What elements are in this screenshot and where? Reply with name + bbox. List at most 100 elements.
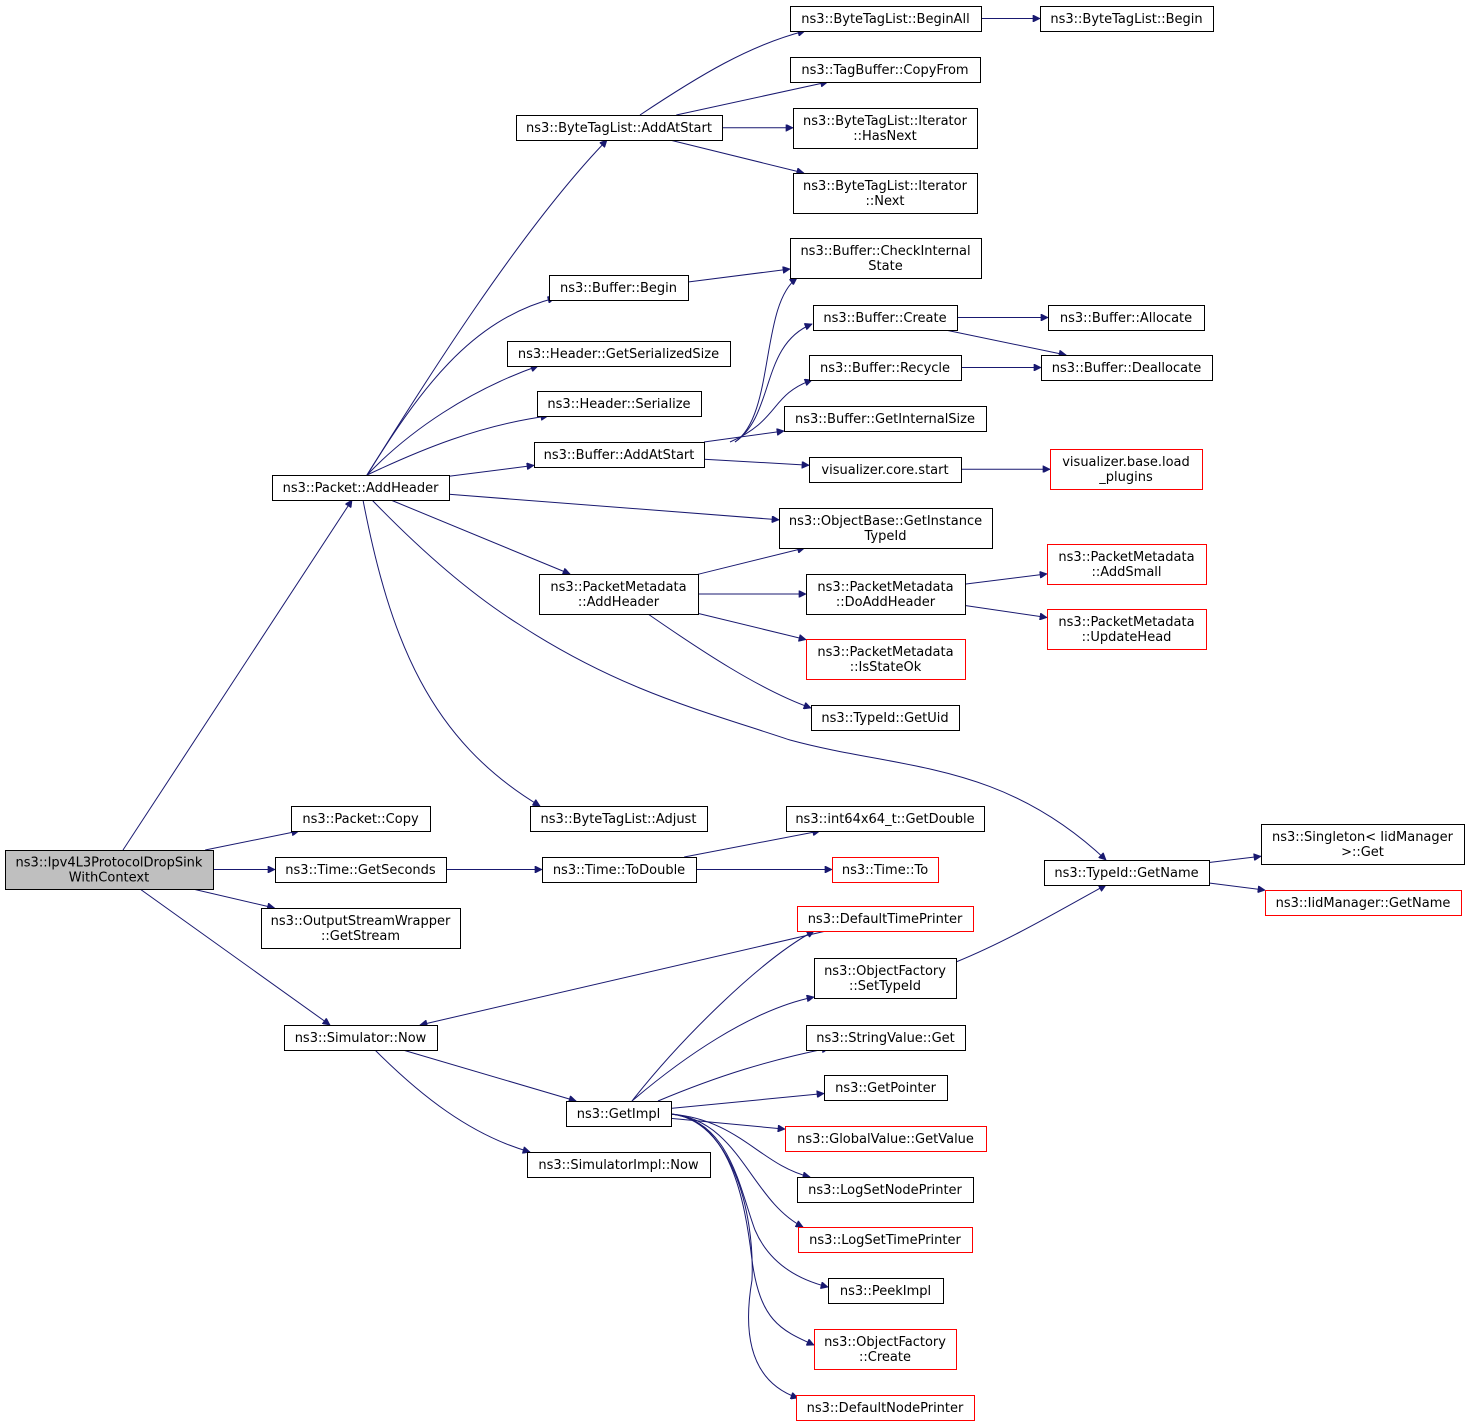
node-pm_addheader[interactable]: ns3::PacketMetadata::AddHeader: [539, 574, 699, 615]
node-pm_addsmall[interactable]: ns3::PacketMetadata::AddSmall: [1047, 544, 1207, 585]
edge-btl_addatstart-to-btl_beginall: [639, 31, 805, 116]
node-buffer_getinternalsize[interactable]: ns3::Buffer::GetInternalSize: [784, 406, 987, 432]
node-label: ns3::ByteTagList::AddAtStart: [526, 121, 712, 136]
node-pm_doaddheader[interactable]: ns3::PacketMetadata::DoAddHeader: [806, 574, 966, 615]
node-time_todouble[interactable]: ns3::Time::ToDouble: [542, 857, 697, 883]
edge-buffer_addatstart-to-buffer_getinternalsize: [703, 431, 784, 443]
node-btl_begin[interactable]: ns3::ByteTagList::Begin: [1040, 6, 1214, 32]
edge-typeid_getname-to-singleton_get: [1208, 856, 1261, 863]
node-label: ::Next: [865, 194, 904, 209]
node-getimpl[interactable]: ns3::GetImpl: [566, 1101, 672, 1127]
node-btl_adjust[interactable]: ns3::ByteTagList::Adjust: [530, 806, 708, 832]
node-defaulttimeprinter[interactable]: ns3::DefaultTimePrinter: [797, 906, 974, 932]
edge-getimpl-to-stringvalue_get: [657, 1048, 829, 1102]
node-label: TypeId: [864, 529, 907, 544]
node-globalvalue_getvalue[interactable]: ns3::GlobalValue::GetValue: [785, 1126, 987, 1152]
node-box: [809, 355, 962, 381]
node-time_to[interactable]: ns3::Time::To: [832, 857, 939, 883]
node-box: [527, 1152, 711, 1178]
node-label: ::UpdateHead: [1082, 630, 1172, 645]
node-vis_core_start[interactable]: visualizer.core.start: [809, 457, 962, 483]
edge-getimpl-to-globalvalue_getvalue: [670, 1117, 785, 1129]
node-label: ns3::GlobalValue::GetValue: [797, 1132, 974, 1147]
node-typeid_getname[interactable]: ns3::TypeId::GetName: [1044, 860, 1210, 886]
node-btl_beginall[interactable]: ns3::ByteTagList::BeginAll: [790, 6, 982, 32]
node-box: [797, 906, 974, 932]
node-label: ns3::Ipv4L3ProtocolDropSink: [16, 856, 203, 871]
edge-pm_addheader-to-pm_isstateok: [697, 612, 806, 639]
node-singleton_get[interactable]: ns3::Singleton< IidManager>::Get: [1261, 824, 1465, 865]
edge-packet_addheader-to-pm_addheader: [390, 499, 570, 574]
node-label: ns3::StringValue::Get: [816, 1031, 954, 1046]
node-packet_copy[interactable]: ns3::Packet::Copy: [291, 806, 431, 832]
node-label: ::SetTypeId: [849, 979, 921, 994]
node-label: ns3::Header::Serialize: [547, 397, 690, 412]
edge-packet_addheader-to-btl_adjust: [362, 499, 540, 807]
node-header_getsersize[interactable]: ns3::Header::GetSerializedSize: [507, 341, 731, 367]
node-buffer_allocate[interactable]: ns3::Buffer::Allocate: [1048, 305, 1205, 331]
node-box: [786, 806, 985, 832]
node-label: ns3::TagBuffer::CopyFrom: [801, 63, 968, 78]
node-stringvalue_get[interactable]: ns3::StringValue::Get: [806, 1025, 966, 1051]
node-label: visualizer.core.start: [821, 463, 948, 478]
node-pm_updatehead[interactable]: ns3::PacketMetadata::UpdateHead: [1047, 609, 1207, 650]
node-typeid_getuid[interactable]: ns3::TypeId::GetUid: [811, 705, 960, 731]
edge-root-to-packet_addheader: [122, 500, 352, 851]
node-iidmanager_getname[interactable]: ns3::IidManager::GetName: [1265, 890, 1462, 916]
node-btl_addatstart[interactable]: ns3::ByteTagList::AddAtStart: [516, 115, 723, 141]
node-label: ns3::ByteTagList::BeginAll: [801, 12, 969, 27]
node-buffer_recycle[interactable]: ns3::Buffer::Recycle: [809, 355, 962, 381]
node-time_getseconds[interactable]: ns3::Time::GetSeconds: [275, 857, 447, 883]
node-peekimpl[interactable]: ns3::PeekImpl: [828, 1278, 944, 1304]
node-label: visualizer.base.load: [1062, 455, 1190, 470]
node-logsetnodeprinter[interactable]: ns3::LogSetNodePrinter: [797, 1177, 974, 1203]
node-box: [790, 57, 981, 83]
edge-sim_now-to-getimpl: [402, 1049, 576, 1101]
node-box: [785, 1126, 987, 1152]
node-label: _plugins: [1098, 470, 1153, 485]
node-box: [797, 1177, 974, 1203]
node-label: ns3::Simulator::Now: [295, 1031, 427, 1046]
node-buffer_begin[interactable]: ns3::Buffer::Begin: [549, 275, 689, 301]
node-box: [261, 908, 461, 949]
edge-buffer_create-to-buffer_deallocate: [945, 329, 1066, 355]
edge-getimpl-to-defaultnodeprinter: [670, 1113, 798, 1398]
node-buffer_addatstart[interactable]: ns3::Buffer::AddAtStart: [534, 442, 705, 468]
node-label: ::HasNext: [853, 129, 917, 144]
node-btl_iter_hasnext[interactable]: ns3::ByteTagList::Iterator::HasNext: [793, 108, 978, 149]
edge-getimpl-to-defaulttimeprinter: [631, 930, 814, 1102]
node-buffer_deallocate[interactable]: ns3::Buffer::Deallocate: [1041, 355, 1213, 381]
node-logsettimeprinter[interactable]: ns3::LogSetTimePrinter: [798, 1227, 973, 1253]
node-tagbuffer_copyfrom[interactable]: ns3::TagBuffer::CopyFrom: [790, 57, 981, 83]
edge-packet_addheader-to-typeid_getname: [371, 499, 1106, 860]
node-defaultnodeprinter[interactable]: ns3::DefaultNodePrinter: [796, 1395, 975, 1421]
node-osw_getstream[interactable]: ns3::OutputStreamWrapper::GetStream: [261, 908, 461, 949]
node-box: [1050, 449, 1203, 490]
node-packet_addheader[interactable]: ns3::Packet::AddHeader: [272, 475, 450, 501]
node-objfactory_settypeid[interactable]: ns3::ObjectFactory::SetTypeId: [814, 958, 957, 999]
edge-btl_addatstart-to-tagbuffer_copyfrom: [676, 82, 827, 116]
node-label: ns3::Singleton< IidManager: [1272, 830, 1454, 845]
node-label: ns3::ObjectFactory: [824, 1335, 946, 1350]
edge-root-to-osw_getstream: [192, 888, 275, 908]
node-box: [1265, 890, 1462, 916]
node-label: ns3::ObjectBase::GetInstance: [789, 514, 982, 529]
node-label: ns3::PeekImpl: [840, 1284, 931, 1299]
node-buffer_create[interactable]: ns3::Buffer::Create: [813, 305, 958, 331]
node-pm_isstateok[interactable]: ns3::PacketMetadata::IsStateOk: [806, 639, 966, 680]
node-vis_base_loadplugins[interactable]: visualizer.base.load_plugins: [1050, 449, 1203, 490]
node-box: [272, 475, 450, 501]
node-getpointer[interactable]: ns3::GetPointer: [824, 1075, 948, 1101]
node-int64_getdouble[interactable]: ns3::int64x64_t::GetDouble: [786, 806, 985, 832]
edge-root-to-sim_now: [139, 888, 330, 1025]
node-sim_now[interactable]: ns3::Simulator::Now: [284, 1025, 438, 1051]
node-btl_iter_next[interactable]: ns3::ByteTagList::Iterator::Next: [793, 173, 978, 214]
node-simimpl_now[interactable]: ns3::SimulatorImpl::Now: [527, 1152, 711, 1178]
node-label: ::AddSmall: [1091, 565, 1161, 580]
node-header_serialize[interactable]: ns3::Header::Serialize: [537, 391, 702, 417]
node-objfactory_create[interactable]: ns3::ObjectFactory::Create: [814, 1329, 957, 1370]
